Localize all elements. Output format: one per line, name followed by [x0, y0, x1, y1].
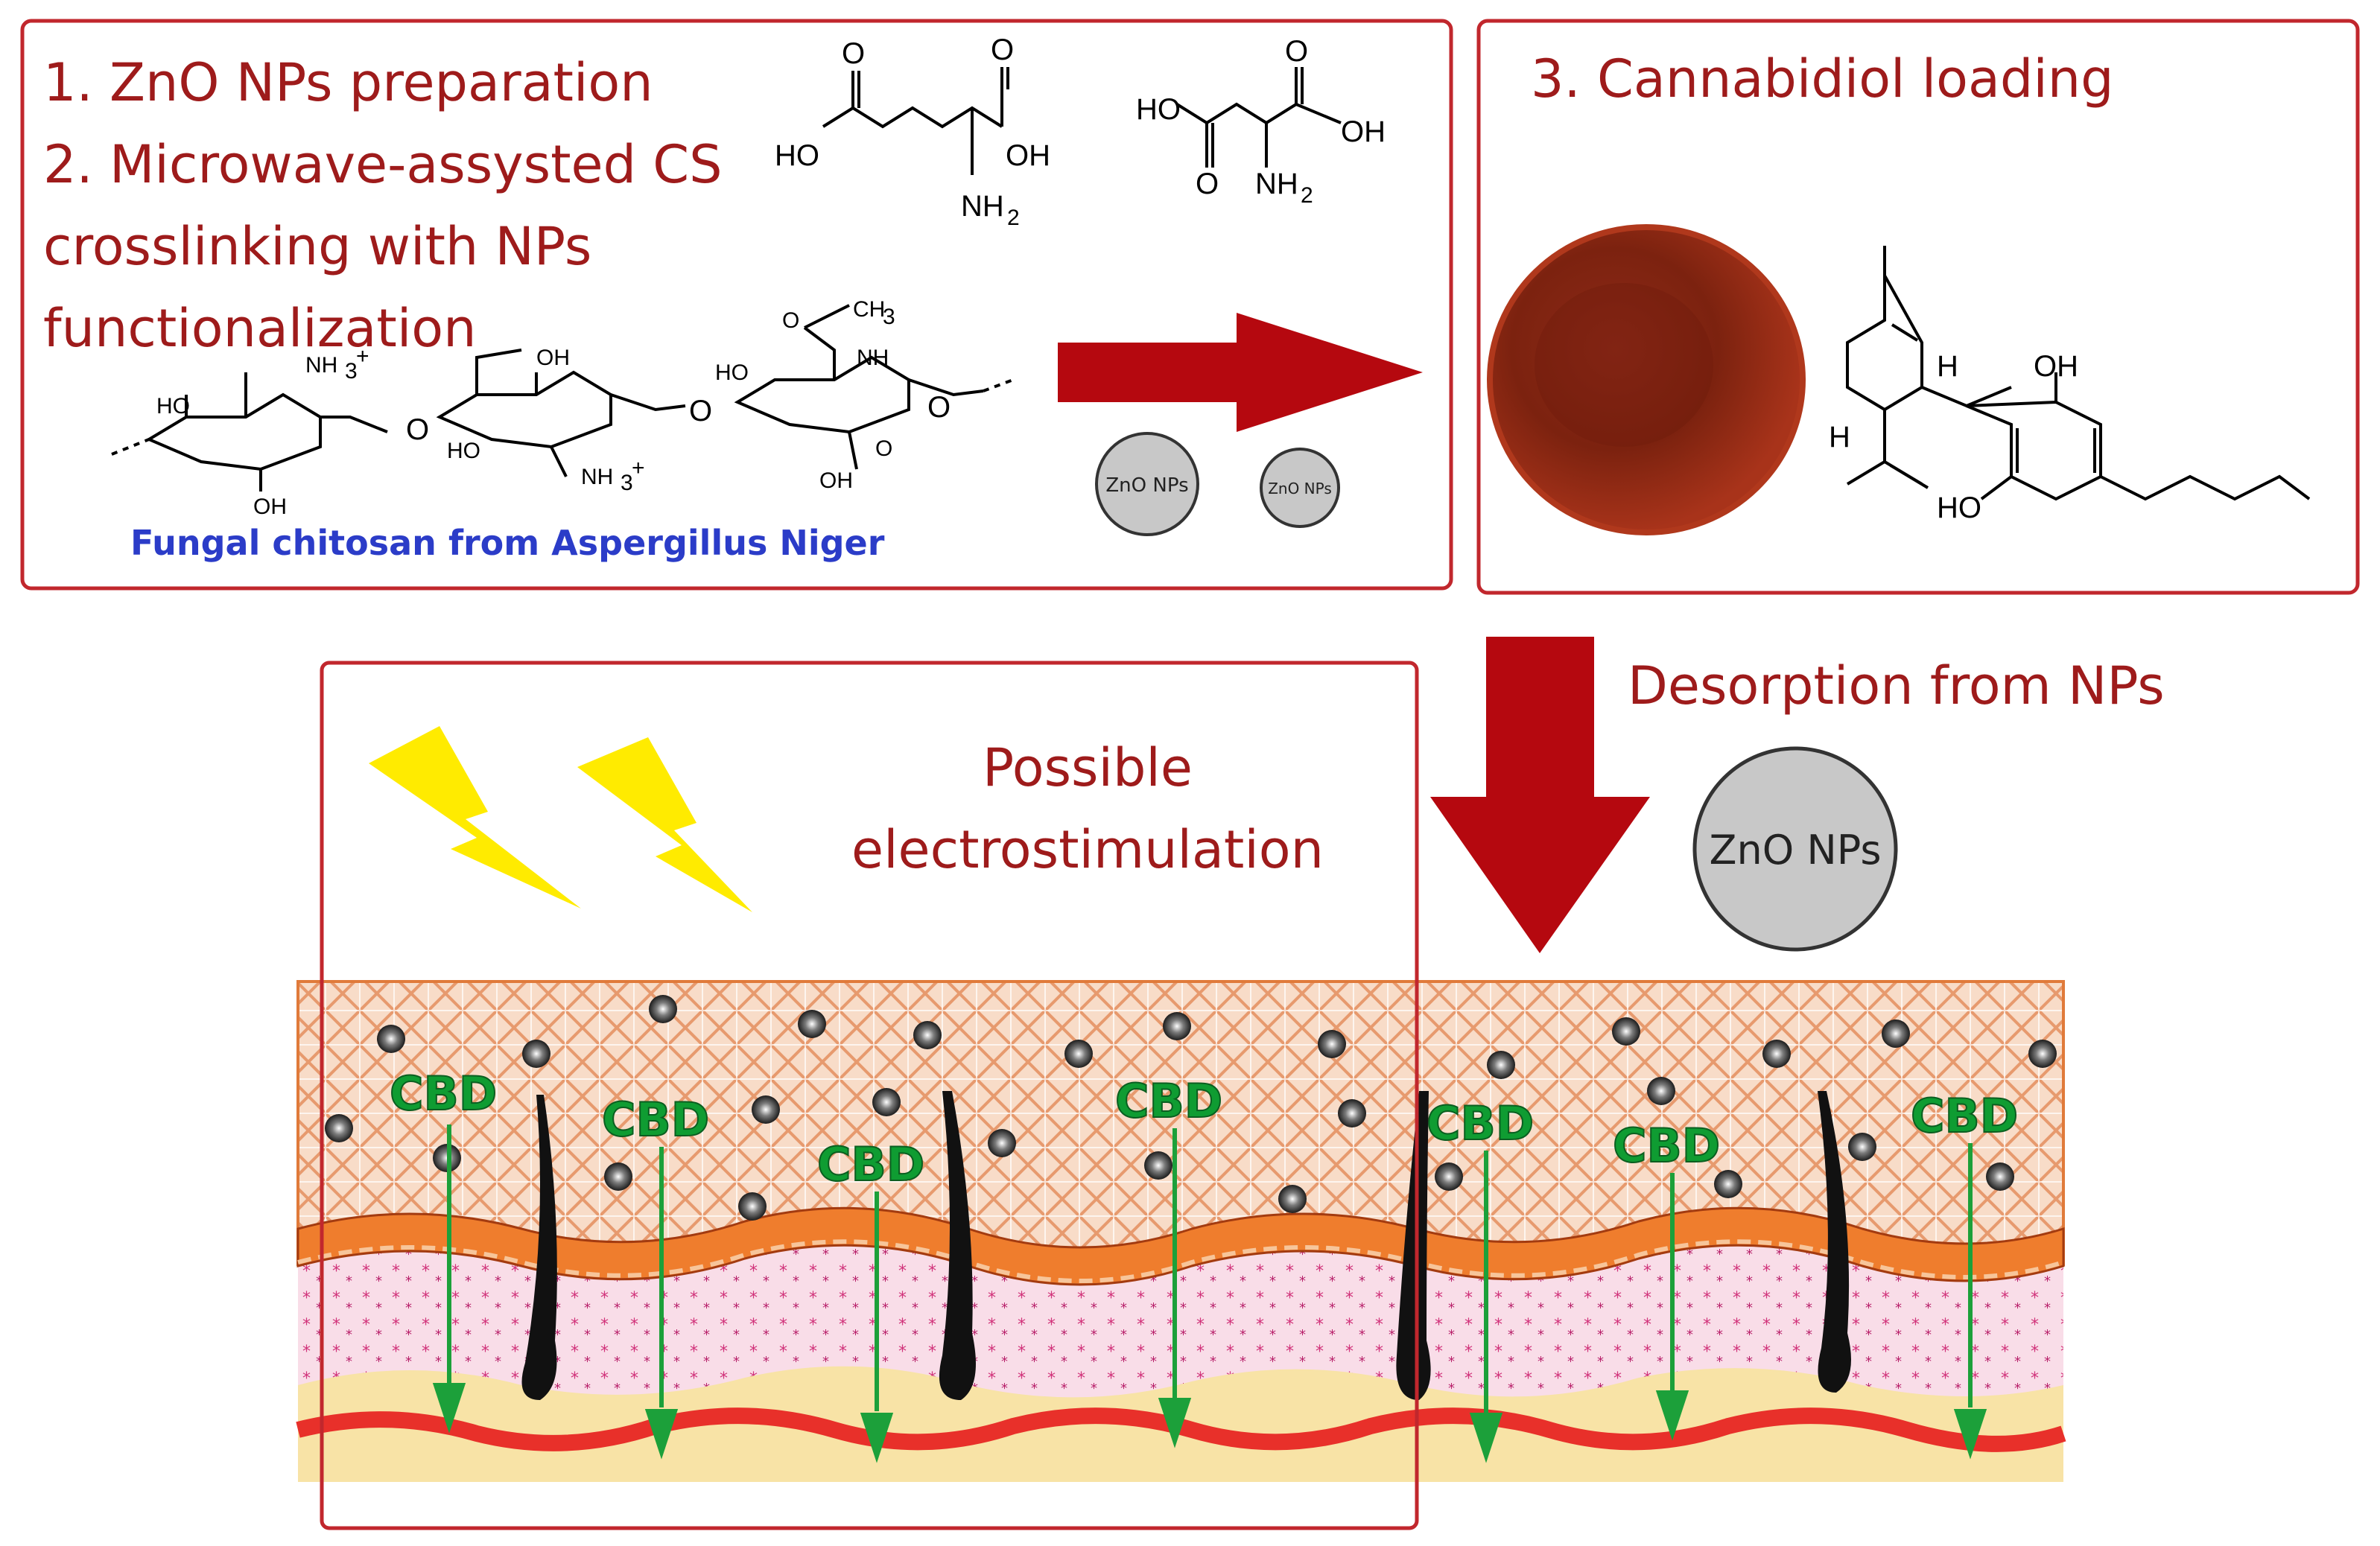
arrow-right	[1058, 313, 1423, 432]
svg-text:H: H	[1937, 350, 1958, 383]
svg-text:CH: CH	[853, 297, 885, 322]
blood-vessel	[296, 1407, 2066, 1452]
chitosan-structure	[111, 304, 1014, 492]
svg-text:HO: HO	[447, 439, 480, 463]
chitosan-labels: HO NH 3 + OH O OH HO NH 3 + O HO O NH CH…	[156, 297, 951, 519]
svg-text:O: O	[406, 413, 429, 446]
svg-text:2: 2	[1007, 206, 1020, 230]
np-large	[1692, 746, 1898, 952]
svg-text:O: O	[689, 395, 712, 427]
svg-text:HO: HO	[715, 360, 749, 385]
svg-text:OH: OH	[536, 346, 570, 370]
svg-text:O: O	[1196, 168, 1219, 200]
svg-text:+: +	[632, 456, 645, 480]
svg-text:OH: OH	[1341, 115, 1386, 148]
svg-text:2: 2	[1301, 183, 1313, 208]
epidermis-layer	[296, 1206, 2065, 1286]
np-dots	[325, 995, 2057, 1221]
step2-title-end: functionalization	[43, 298, 476, 359]
lightning-icon	[369, 726, 581, 909]
svg-text:NH: NH	[1255, 168, 1298, 200]
step3-title: 3. Cannabidiol loading	[1531, 48, 2114, 109]
cbd-label: CBD	[1427, 1096, 1534, 1151]
aspartic-acid-labels: HO O OH O NH 2	[1136, 35, 1386, 208]
cbd-arrows	[432, 1124, 1987, 1463]
svg-text:O: O	[1285, 35, 1308, 68]
step2-title-cont: crosslinking with NPs	[43, 216, 591, 277]
np-small-a	[1095, 432, 1199, 536]
svg-text:HO: HO	[156, 394, 190, 419]
svg-text:3: 3	[345, 359, 358, 384]
electrostim-line2: electrostimulation	[851, 819, 1324, 880]
hair-follicles	[521, 1091, 1851, 1400]
svg-text:HO: HO	[775, 139, 819, 172]
svg-text:3: 3	[621, 471, 633, 495]
svg-text:NH: NH	[305, 353, 337, 378]
svg-text:OH: OH	[253, 494, 287, 519]
cbd-labels: CBD CBD CBD CBD CBD CBD CBD	[389, 1066, 2019, 1192]
svg-text:HO: HO	[1136, 93, 1181, 126]
box-loading	[1476, 19, 2360, 595]
np-small-b	[1260, 448, 1340, 528]
cbd-label: CBD	[390, 1066, 497, 1121]
svg-text:O: O	[927, 391, 951, 424]
glutamic-acid-structure	[822, 67, 1009, 175]
cbd-label: CBD	[1911, 1089, 2018, 1143]
svg-text:O: O	[842, 37, 865, 70]
svg-text:OH: OH	[1006, 139, 1050, 172]
box-electrostimulation	[320, 661, 1419, 1530]
svg-text:3: 3	[883, 305, 895, 329]
step2-title: 2. Microwave-assysted CS	[43, 134, 723, 195]
np-small-b-label: ZnO NPs	[1268, 480, 1332, 497]
step1-title: 1. ZnO NPs preparation	[43, 52, 653, 113]
desorption-label: Desorption from NPs	[1628, 655, 2165, 716]
svg-text:NH: NH	[961, 190, 1004, 223]
bead-photo	[1487, 224, 1806, 535]
np-large-label: ZnO NPs	[1709, 827, 1881, 874]
np-small-a-label: ZnO NPs	[1105, 474, 1188, 497]
cbd-label: CBD	[817, 1137, 924, 1192]
svg-text:O: O	[875, 436, 892, 461]
svg-text:H: H	[1829, 421, 1850, 454]
glutamic-acid-labels: O HO O OH NH 2	[775, 34, 1050, 230]
svg-text:O: O	[991, 34, 1014, 66]
box-synthesis	[20, 19, 1453, 591]
svg-text:NH: NH	[857, 346, 889, 370]
cbd-label: CBD	[1613, 1119, 1720, 1173]
electrostim-line1: Possible	[983, 737, 1193, 798]
cannabidiol-structure	[1846, 246, 2311, 501]
cannabidiol-labels: H H OH HO	[1829, 350, 2078, 524]
svg-text:O: O	[782, 308, 799, 333]
svg-text:OH: OH	[819, 468, 853, 493]
lightning-icon	[577, 737, 752, 912]
arrow-down	[1430, 637, 1650, 953]
cbd-label: CBD	[1115, 1074, 1222, 1128]
svg-text:+: +	[356, 344, 369, 369]
chitosan-caption: Fungal chitosan from Aspergillus Niger	[130, 523, 885, 563]
svg-text:NH: NH	[581, 465, 613, 489]
svg-text:OH: OH	[2034, 350, 2078, 383]
svg-text:HO: HO	[1937, 492, 1981, 524]
cbd-label: CBD	[602, 1092, 709, 1147]
aspartic-acid-structure	[1175, 67, 1342, 168]
